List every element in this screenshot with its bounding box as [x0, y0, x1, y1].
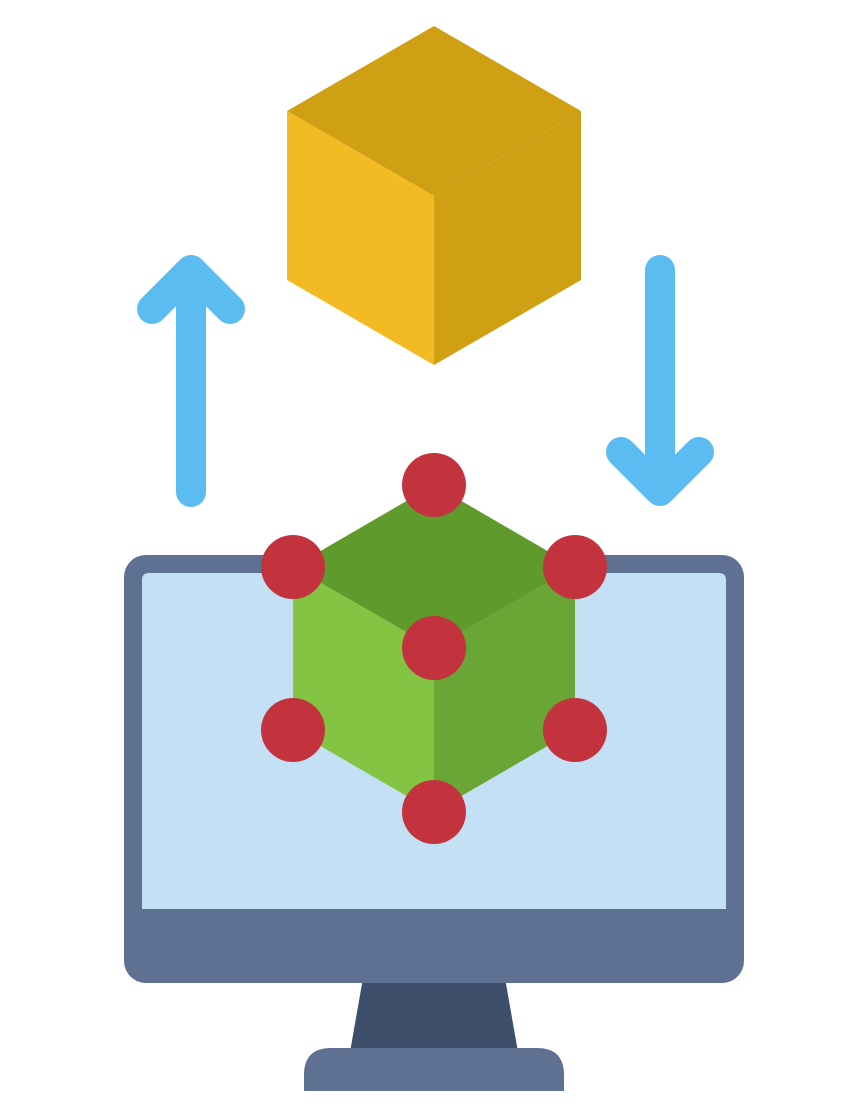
- arrow-up-icon: [137, 255, 245, 507]
- vertex-node-icon: [402, 453, 466, 517]
- solid-cube-right-face: [434, 111, 581, 365]
- solid-cube-left-face: [287, 111, 434, 365]
- model-cube-left-face: [293, 567, 434, 812]
- vertex-node-icon: [402, 780, 466, 844]
- monitor-stand-base: [304, 1048, 564, 1091]
- vertex-node-icon: [261, 698, 325, 762]
- vertex-node-icon: [402, 616, 466, 680]
- solid-cube-icon: [287, 26, 581, 365]
- model-cube-top-face: [293, 485, 575, 648]
- monitor-stand-neck: [350, 978, 518, 1052]
- arrow-down-icon: [606, 255, 714, 506]
- vertex-node-icon: [543, 698, 607, 762]
- 3d-model-wireframe-cube-icon: [293, 485, 575, 812]
- vertex-node-icon: [261, 535, 325, 599]
- vertex-nodes: [261, 453, 607, 844]
- vertex-node-icon: [543, 535, 607, 599]
- model-cube-right-face: [434, 567, 575, 812]
